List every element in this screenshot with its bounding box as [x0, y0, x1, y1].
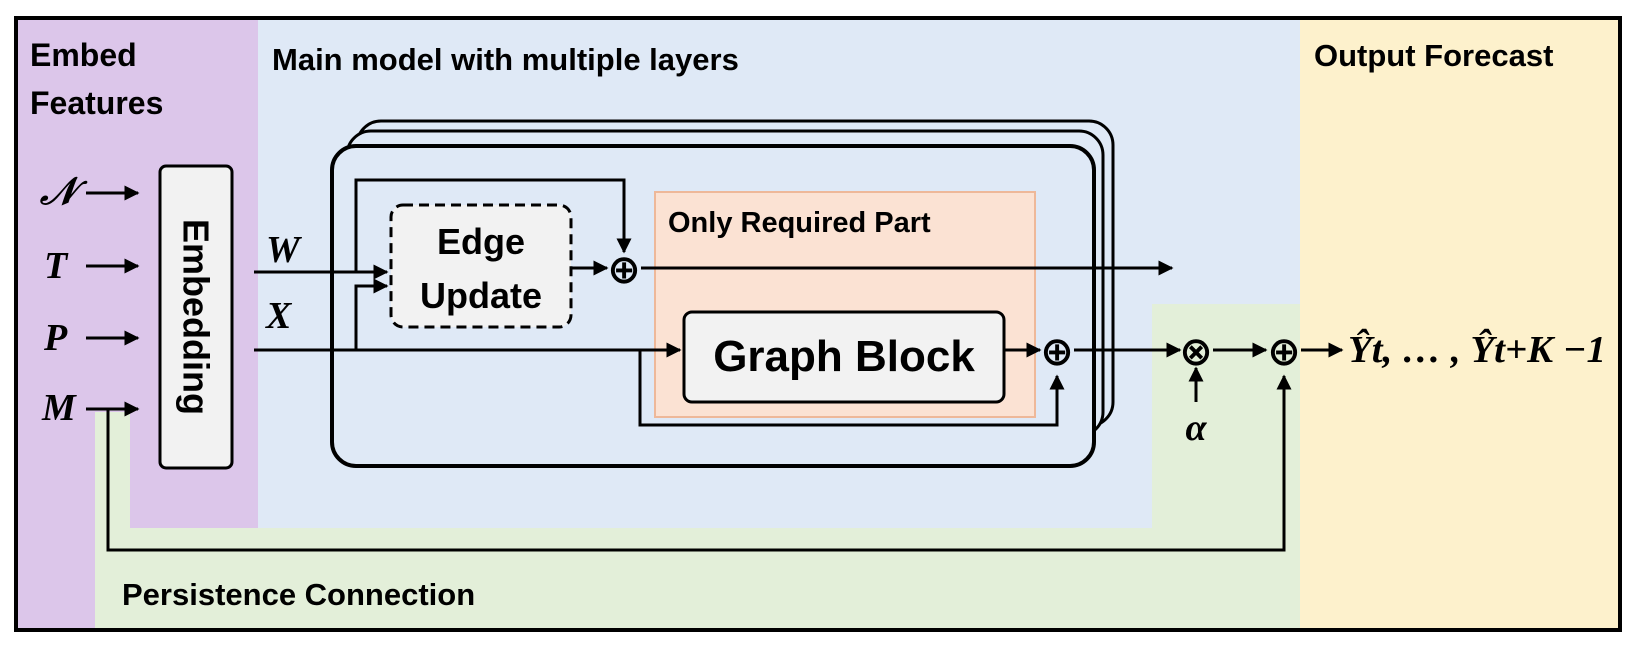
required-part-title: Only Required Part — [668, 207, 931, 239]
input-t-label: T — [44, 245, 69, 287]
input-p-label: P — [43, 317, 68, 359]
alpha-label: α — [1185, 407, 1207, 449]
output-forecast-title: Output Forecast — [1314, 38, 1553, 73]
output-forecast-panel — [1300, 18, 1620, 630]
graph-block — [682, 310, 1006, 404]
main-model-title: Main model with multiple layers — [272, 42, 739, 77]
embedding-block — [158, 164, 234, 470]
persistence-sum-operator: ⊕ — [1267, 330, 1301, 374]
output-forecast-expression: Ŷt, … , Ŷt+K −1 — [1348, 329, 1606, 371]
outer-frame — [14, 16, 1622, 632]
w-skip-to-sum-arrow — [354, 178, 632, 272]
edge-update-block — [389, 203, 573, 329]
graph-block-label: Graph Block — [713, 332, 975, 381]
embedding-label: Embedding — [176, 219, 217, 415]
embed-features-title-line2: Features — [30, 85, 163, 121]
edge-update-label-line2: Update — [420, 275, 542, 316]
x-residual-arrow — [638, 350, 1065, 427]
edge-update-label-line1: Edge — [437, 221, 525, 262]
edge-sum-operator: ⊕ — [607, 248, 641, 292]
x-signal-label: X — [265, 295, 293, 337]
persistence-line — [106, 374, 1292, 552]
w-signal-label: W — [266, 229, 303, 271]
persistence-connection-title: Persistence Connection — [122, 577, 475, 612]
residual-sum-operator: ⊕ — [1040, 330, 1074, 374]
alpha-product-operator: ⊗ — [1179, 330, 1213, 374]
input-m-label: M — [41, 387, 77, 429]
embed-features-title-line1: Embed — [30, 37, 137, 73]
x-to-edge-update-arrow — [354, 278, 389, 350]
